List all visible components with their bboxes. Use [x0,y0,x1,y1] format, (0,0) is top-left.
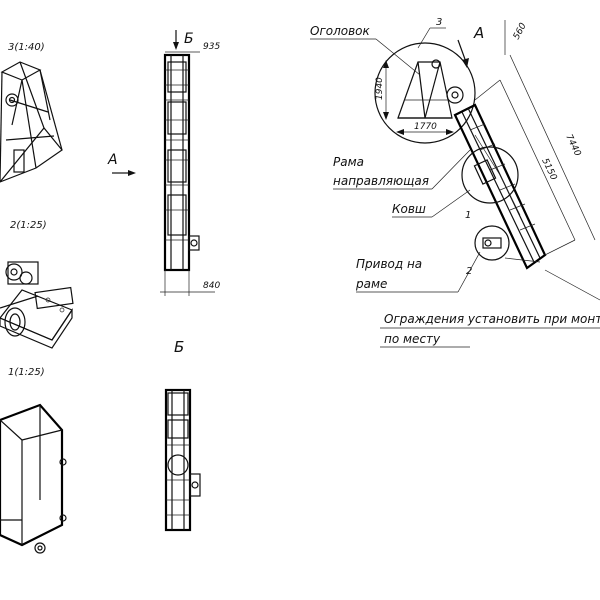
side-elevation-view: Б 935 840 [160,30,220,296]
callout-drive: Привод на раме 2 [355,251,481,293]
callout-head: Оголовок 3 [310,17,446,76]
dimension-1940: 1940 [375,77,385,100]
dimension-560: 560 [512,21,529,41]
scale-label-detail2: 2(1:25) [10,220,47,231]
detail-number-1: 1 [465,210,471,221]
callout-drive-label-line1: Привод на [356,257,422,271]
callout-frame-label-line2: направляющая [333,174,429,188]
callout-head-label: Оголовок [310,24,371,38]
callout-drive-label-line2: раме [355,277,387,291]
section-label-b-top: Б [184,31,194,47]
section-label-b-bottom: Б [174,338,184,356]
detail-2-drive-isometric: 2(1:25) [0,220,74,349]
scale-label-detail3: 3(1:40) [8,42,45,53]
dimension-1770: 1770 [414,122,437,132]
detail-1-bucket-isometric: 1(1:25) [0,367,67,554]
view-arrow-a-left: А [107,152,136,176]
dimension-840: 840 [203,281,220,291]
detail-3-head-isometric: 3(1:40) [0,42,63,183]
section-b-view: Б [164,338,201,532]
callout-fence-label-line1: Ограждения установить при монтаже [384,312,600,326]
dimension-935: 935 [203,42,220,52]
detail-number-3: 3 [436,17,442,28]
scale-label-detail1: 1(1:25) [8,367,45,378]
callout-frame-label-line1: Рама [333,155,364,169]
callout-bucket-label: Ковш [392,202,426,216]
callout-fence-note: Ограждения установить при монтаже по мес… [380,312,600,348]
view-label-a-left: А [107,152,118,168]
dimension-7440: 7440 [563,133,582,158]
callout-bucket: Ковш 1 [392,189,471,221]
callout-fence-label-line2: по месту [384,332,441,346]
view-label-a-main: А [473,24,484,42]
detail-number-2: 2 [466,266,472,277]
callout-frame: Рама направляющая [333,149,471,190]
